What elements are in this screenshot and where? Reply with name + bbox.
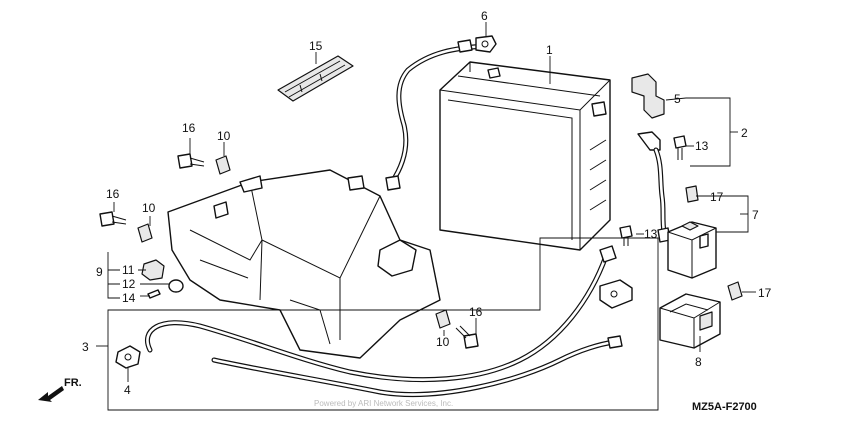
label-starter-cable: 3 — [82, 340, 89, 354]
clip-10-c-part[interactable] — [435, 309, 451, 329]
part-code: MZ5A-F2700 — [692, 401, 757, 413]
clip-10-b-part[interactable] — [137, 223, 153, 243]
fuse-17-lower-part[interactable] — [727, 281, 743, 301]
fuse-17-upper-part[interactable] — [685, 185, 699, 203]
cover-terminal-part[interactable] — [631, 73, 665, 119]
battery-part[interactable] — [439, 61, 611, 251]
label-positive-terminal: 6 — [481, 9, 488, 23]
clip-10-a-part[interactable] — [215, 155, 231, 175]
label-fuse-17-upper: 17 — [710, 190, 724, 204]
bolt-16-b-part[interactable] — [99, 211, 127, 227]
label-cover-terminal: 5 — [674, 92, 681, 106]
battery-band-part[interactable] — [277, 55, 354, 102]
relay-bracket-part[interactable] — [599, 279, 633, 309]
label-pin: 14 — [122, 291, 136, 305]
label-rubber-mount: 11 — [122, 263, 135, 277]
label-collar: 12 — [122, 277, 136, 291]
rubber-mount-part[interactable] — [141, 259, 165, 281]
starter-relay-part[interactable] — [667, 221, 717, 279]
bolt-4-part[interactable] — [115, 345, 141, 369]
label-bolt-13-lower: 13 — [644, 227, 658, 241]
front-arrow-icon — [38, 386, 64, 402]
label-battery-band: 15 — [309, 39, 323, 53]
label-battery-cable-assy: 2 — [741, 126, 748, 140]
positive-cable-part[interactable] — [385, 35, 497, 191]
label-fuse-box: 8 — [695, 355, 702, 369]
bolt-16-c-part[interactable] — [455, 325, 479, 349]
starter-cable-part[interactable] — [145, 245, 623, 397]
label-battery: 1 — [546, 43, 553, 57]
label-clip-10-top: 10 — [217, 129, 231, 143]
label-starter-relay: 7 — [752, 208, 759, 222]
watermark-text: Powered by ARI Network Services, Inc. — [314, 399, 453, 408]
label-bolt-16-bottom: 16 — [469, 305, 483, 319]
bolt-13-lower-part[interactable] — [619, 225, 633, 246]
label-bolt-16-left: 16 — [106, 187, 120, 201]
pin-part[interactable] — [147, 289, 161, 299]
leader-lines — [96, 22, 756, 382]
bolt-16-a-part[interactable] — [177, 153, 205, 169]
fuse-box-part[interactable] — [659, 293, 721, 349]
negative-cable-part[interactable] — [637, 131, 671, 243]
collar-part[interactable] — [168, 279, 184, 293]
label-bolt-16-top: 16 — [182, 121, 196, 135]
battery-box-part[interactable] — [167, 169, 441, 359]
group-outline — [107, 237, 659, 411]
label-clip-10-bottom: 10 — [436, 335, 450, 349]
label-bracket-group: 9 — [96, 265, 103, 279]
front-marker-label: FR. — [64, 377, 82, 389]
label-bolt-4: 4 — [124, 383, 131, 397]
label-fuse-17-lower: 17 — [758, 286, 772, 300]
label-bolt-13-upper: 13 — [695, 139, 709, 153]
label-clip-10-left: 10 — [142, 201, 156, 215]
bolt-13-upper-part[interactable] — [673, 135, 687, 160]
